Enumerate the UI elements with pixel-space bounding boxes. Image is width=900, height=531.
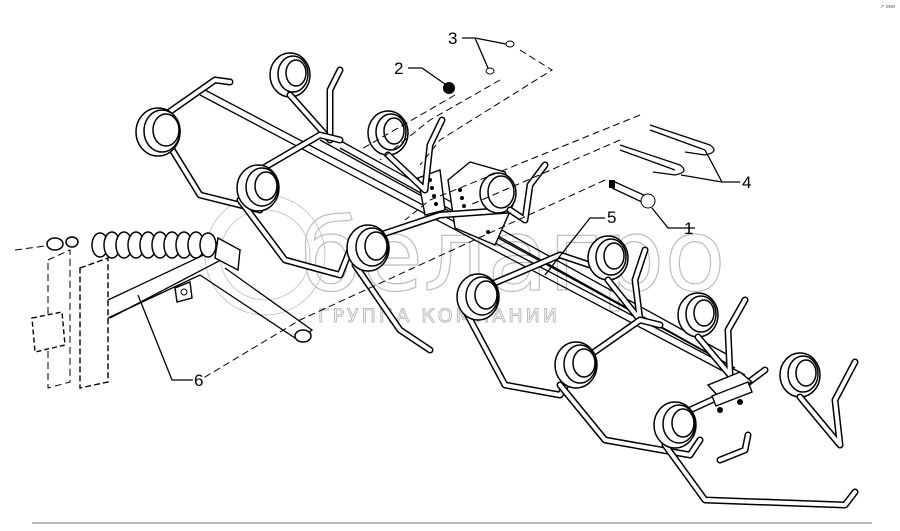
tine — [554, 292, 749, 459]
svg-text:1: 1 — [684, 219, 693, 238]
bolt-part — [609, 180, 656, 209]
watermark-subtitle: ГРУППА КОМПАНИИ — [318, 305, 560, 327]
callouts: 1 2 3 4 5 6 — [137, 29, 751, 390]
corner-mark: ↗ ooo — [880, 4, 895, 10]
washer-part — [485, 67, 495, 75]
callout-1[interactable]: 1 — [651, 207, 695, 238]
washer-part — [505, 40, 515, 48]
bracket-assembly — [14, 231, 314, 389]
hardware — [443, 40, 715, 209]
callout-2[interactable]: 2 — [394, 59, 446, 85]
tine — [236, 110, 446, 279]
svg-text:2: 2 — [394, 59, 403, 78]
svg-text:3: 3 — [448, 29, 457, 48]
clamp — [706, 371, 754, 413]
u-clip-part — [619, 124, 715, 176]
assembly-lines — [199, 49, 641, 381]
tine — [135, 52, 344, 214]
svg-text:4: 4 — [742, 173, 751, 192]
callout-4[interactable]: 4 — [680, 149, 751, 192]
tension-spring — [91, 231, 217, 259]
callout-6[interactable]: 6 — [137, 294, 203, 390]
callout-3[interactable]: 3 — [448, 29, 507, 69]
svg-text:5: 5 — [607, 208, 616, 227]
nut-part — [443, 82, 455, 94]
svg-text:6: 6 — [194, 371, 203, 390]
tine — [653, 352, 859, 509]
spring-tines — [135, 52, 859, 509]
callout-5[interactable]: 5 — [544, 208, 616, 276]
